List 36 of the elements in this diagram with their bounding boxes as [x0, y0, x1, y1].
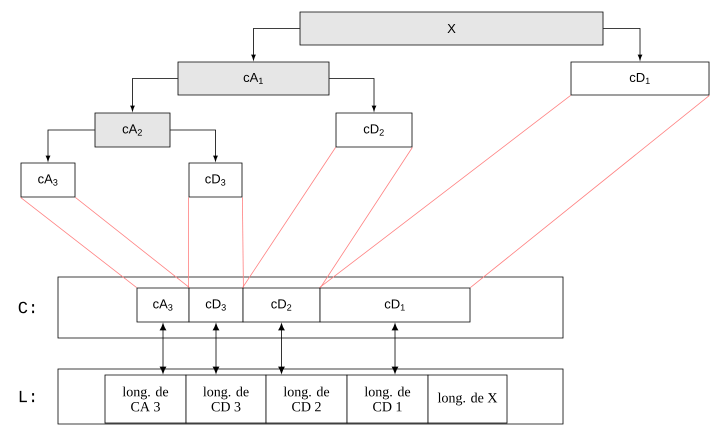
connector-line — [242, 147, 336, 288]
array-cell: long. de CD 3 — [186, 374, 266, 424]
array-cell: cA$_{3}$ — [136, 288, 190, 322]
array-cell: cD$_{1}$ — [320, 288, 470, 322]
array-cell: long. de X — [428, 374, 508, 424]
elbow-arrow — [603, 28, 642, 60]
double-arrow — [212, 323, 220, 374]
row-label: L: — [20, 390, 34, 402]
row-label: C: — [18, 302, 34, 314]
array-cell: long. de CD 2 — [266, 374, 348, 424]
array-cell: long. de CA 3 — [104, 374, 186, 424]
array-cell: cD$_{2}$ — [242, 288, 320, 322]
tree-box: cD$_{1}$ — [570, 62, 710, 96]
double-arrow — [278, 323, 285, 374]
double-arrow — [160, 323, 166, 374]
tree-box: cA$_{2}$ — [94, 112, 170, 148]
tree-box: cD$_{2}$ — [336, 112, 412, 148]
connector-line — [75, 197, 190, 288]
tree-box: cA$_{1}$ — [178, 62, 330, 96]
elbow-arrow — [46, 130, 95, 162]
tree-box: cA$_{3}$ — [20, 162, 76, 198]
connector-line — [188, 197, 189, 288]
connector-line — [320, 147, 413, 288]
tree-box: cD$_{3}$ — [188, 162, 242, 198]
array-cell: long. de CD 1 — [346, 374, 428, 424]
connector-line — [470, 95, 710, 288]
connector-line — [20, 197, 137, 288]
tree-box: X — [300, 12, 604, 46]
elbow-arrow — [251, 28, 300, 60]
elbow-arrow — [130, 78, 178, 112]
array-cell: cD$_{3}$ — [188, 288, 244, 322]
elbow-arrow — [170, 130, 218, 162]
elbow-arrow — [329, 78, 376, 112]
connector-line — [319, 95, 571, 288]
double-arrow — [392, 323, 398, 374]
connector-line — [242, 197, 244, 288]
